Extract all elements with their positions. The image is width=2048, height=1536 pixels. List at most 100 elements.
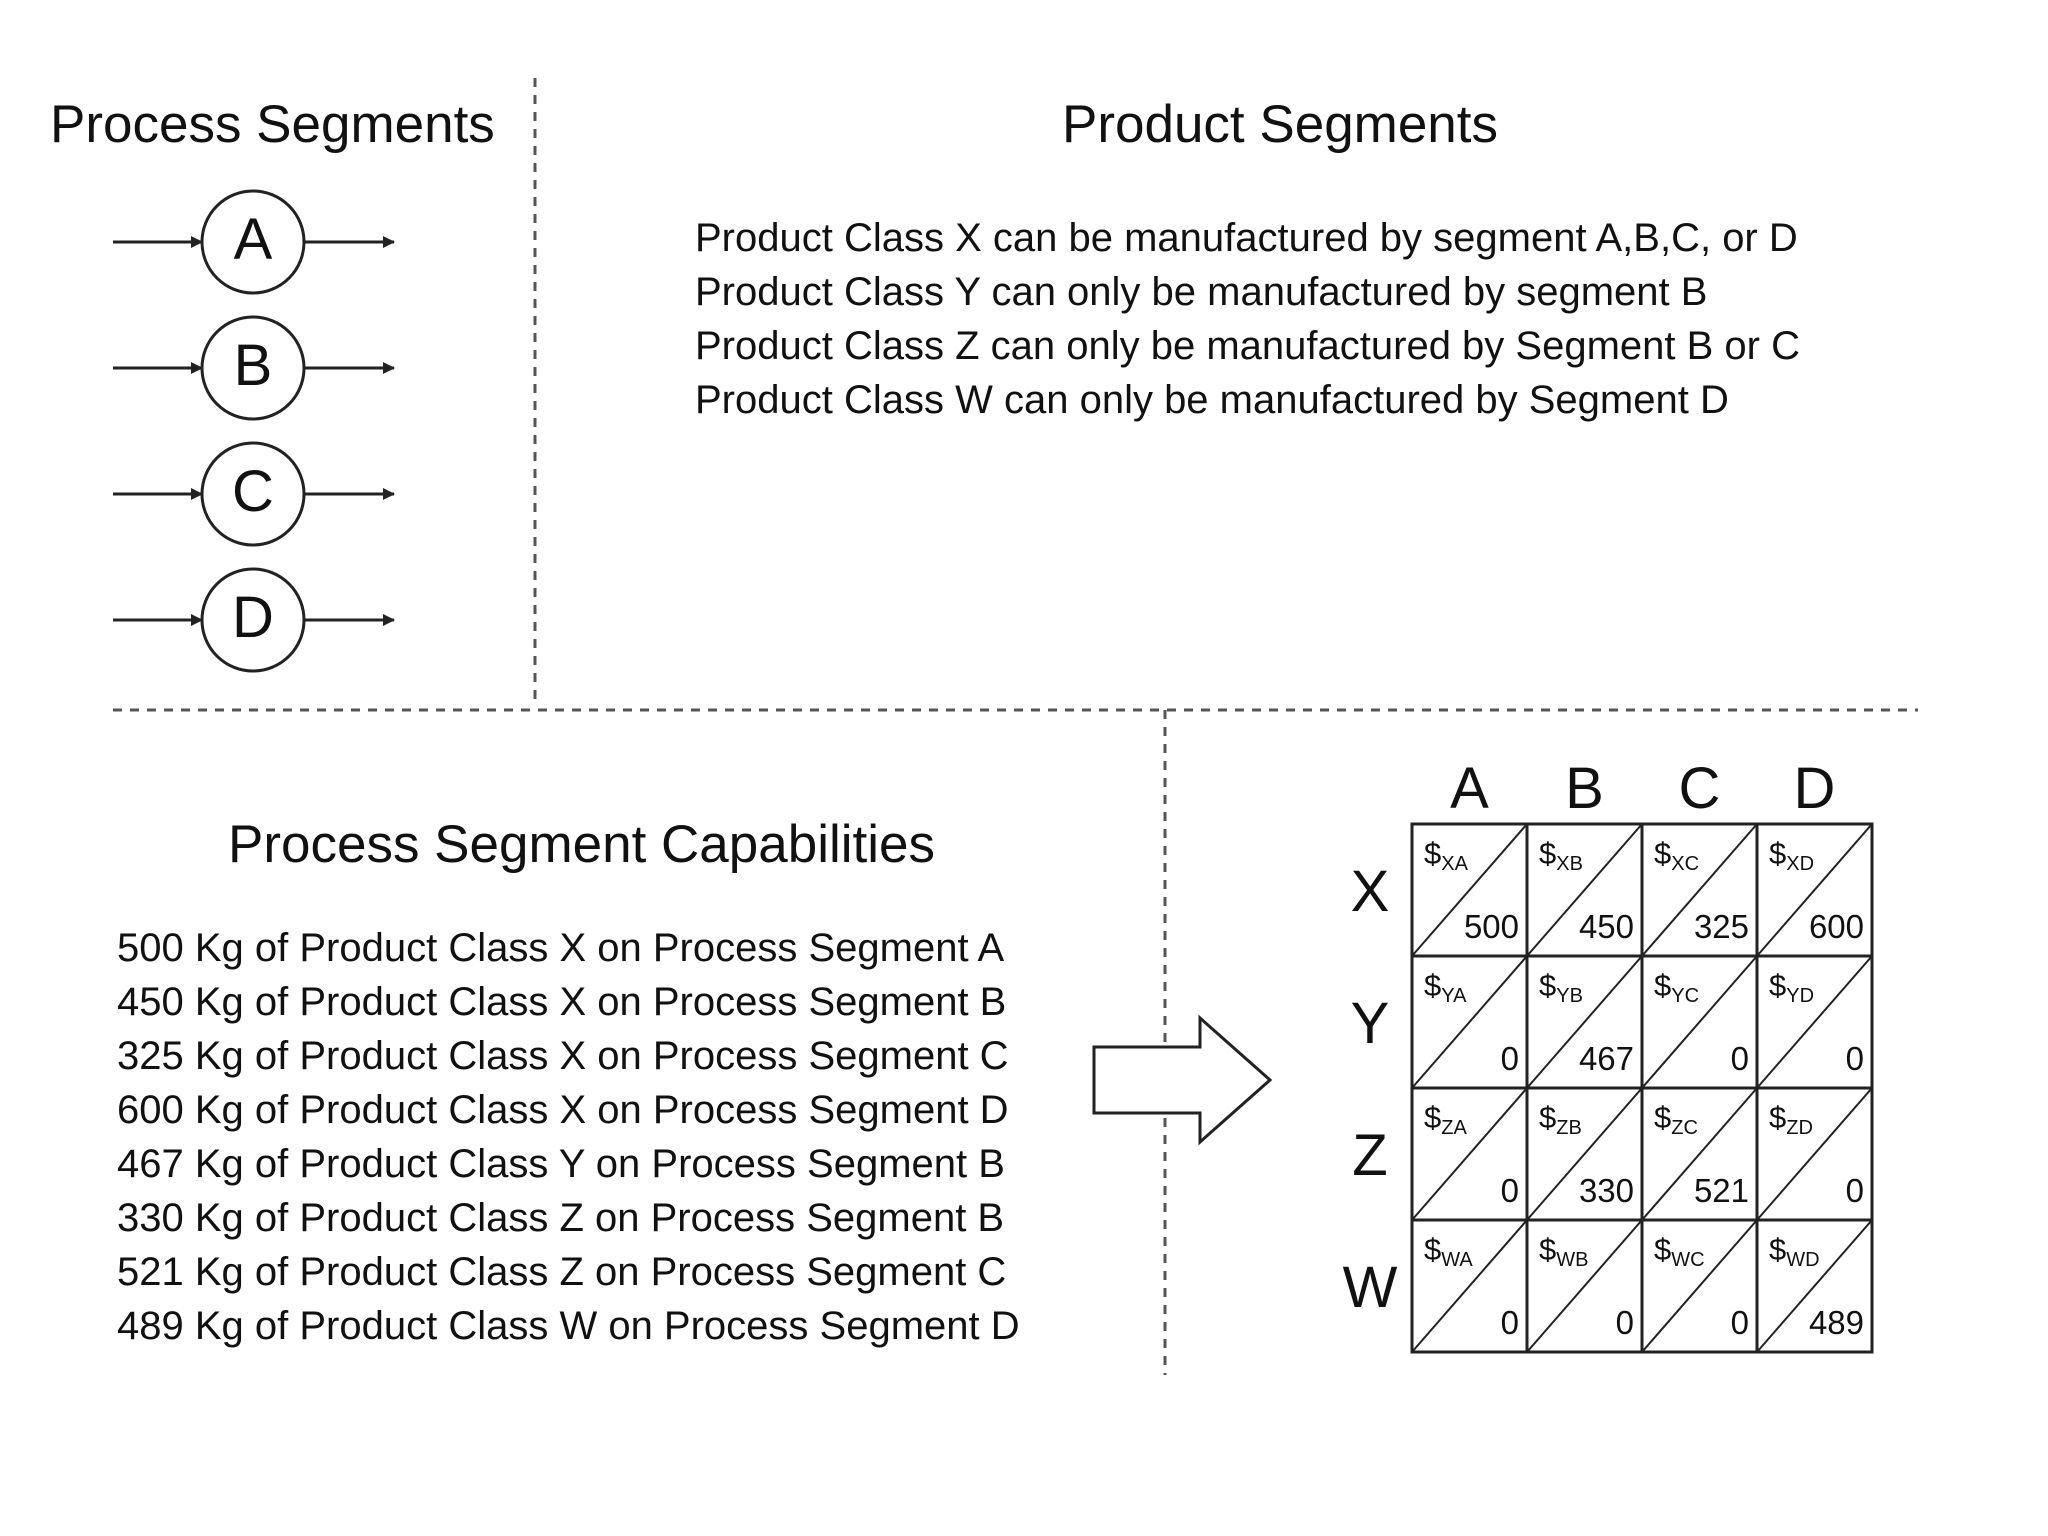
matrix-cell-diagonal — [1411, 955, 1528, 1089]
capabilities-list: 500 Kg of Product Class X on Process Seg… — [117, 921, 1020, 1353]
matrix-cost-subscript: ZC — [1671, 1117, 1698, 1139]
matrix-cell-value: 0 — [1731, 1040, 1749, 1077]
matrix-cell-diagonal — [1756, 1087, 1873, 1221]
matrix-cell: $YC0 — [1640, 954, 1759, 1090]
matrix-cell-value: 0 — [1846, 1172, 1864, 1209]
matrix-cell: $ZA0 — [1410, 1086, 1529, 1222]
matrix-cell-value: 0 — [1616, 1304, 1634, 1341]
process-segment-label: B — [234, 333, 273, 398]
matrix-cell-diagonal — [1641, 955, 1758, 1089]
capabilities-title: Process Segment Capabilities — [228, 815, 936, 874]
matrix-cost-subscript: XD — [1786, 853, 1814, 875]
product-rule-line: Product Class Z can only be manufactured… — [695, 324, 1800, 368]
matrix-cell-diagonal — [1411, 823, 1528, 957]
matrix-cost-subscript: YB — [1556, 985, 1583, 1007]
matrix-cost-subscript: WA — [1441, 1249, 1473, 1271]
matrix-cell: $ZD0 — [1755, 1086, 1874, 1222]
matrix-cost-subscript: ZB — [1556, 1117, 1582, 1139]
matrix-column-header: D — [1794, 756, 1836, 821]
matrix-cost-subscript: WB — [1556, 1249, 1588, 1271]
process-segment-flow-a: A — [113, 189, 395, 295]
matrix-cell-value: 521 — [1694, 1172, 1749, 1209]
product-rule-line: Product Class X can be manufactured by s… — [695, 216, 1798, 260]
matrix-cell-value: 467 — [1579, 1040, 1634, 1077]
matrix-cell-value: 325 — [1694, 908, 1749, 945]
matrix-cell-diagonal — [1526, 1219, 1643, 1353]
flow-block-arrow — [1092, 1014, 1273, 1146]
product-rules-list: Product Class X can be manufactured by s… — [695, 211, 1800, 427]
process-segment-flow-b: B — [113, 315, 395, 421]
matrix-cost-subscript: ZD — [1786, 1117, 1813, 1139]
matrix-cell-diagonal — [1756, 823, 1873, 957]
product-rule-line: Product Class W can only be manufactured… — [695, 378, 1729, 422]
matrix-cell-diagonal — [1641, 1219, 1758, 1353]
process-segment-label: D — [232, 585, 274, 650]
matrix-cell: $YD0 — [1755, 954, 1874, 1090]
process-segment-label: A — [234, 207, 273, 272]
matrix-cost-label: $WD — [1769, 1232, 1820, 1271]
matrix-cost-subscript: YA — [1441, 985, 1467, 1007]
matrix-cell-value: 600 — [1809, 908, 1864, 945]
matrix-cell: $WA0 — [1410, 1218, 1529, 1354]
matrix-row-header: W — [1343, 1255, 1398, 1320]
matrix-cell: $YA0 — [1410, 954, 1529, 1090]
product-rule-line: Product Class Y can only be manufactured… — [695, 270, 1708, 314]
matrix-column-header: C — [1679, 756, 1721, 821]
matrix-cell-diagonal — [1641, 823, 1758, 957]
process-segment-label: C — [232, 459, 274, 524]
matrix-cost-subscript: WC — [1671, 1249, 1704, 1271]
matrix-cell-diagonal — [1641, 1087, 1758, 1221]
matrix-cell-value: 489 — [1809, 1304, 1864, 1341]
matrix-cell: $WD 489 — [1755, 1218, 1874, 1354]
matrix-column-header: B — [1565, 756, 1604, 821]
capability-line: 450 Kg of Product Class X on Process Seg… — [117, 980, 1007, 1024]
matrix-row-header: Y — [1351, 991, 1390, 1056]
matrix-cell-value: 500 — [1464, 908, 1519, 945]
matrix-cell-value: 0 — [1501, 1040, 1519, 1077]
matrix-cell-value: 0 — [1731, 1304, 1749, 1341]
matrix-cost-subscript: YC — [1671, 985, 1699, 1007]
matrix-cell-value: 0 — [1501, 1304, 1519, 1341]
matrix-cell-diagonal — [1411, 1087, 1528, 1221]
matrix-cell-diagonal — [1756, 1219, 1873, 1353]
process-segment-flow-d: D — [113, 567, 395, 673]
matrix-cell: $WB0 — [1525, 1218, 1644, 1354]
matrix-row-header: X — [1351, 859, 1390, 924]
matrix-cell-value: 0 — [1846, 1040, 1864, 1077]
matrix-cell-value: 450 — [1579, 908, 1634, 945]
process-segment-flow-c: C — [113, 441, 395, 547]
matrix-cell-diagonal — [1526, 1087, 1643, 1221]
capability-line: 600 Kg of Product Class X on Process Seg… — [117, 1088, 1009, 1132]
matrix-cell-value: 0 — [1501, 1172, 1519, 1209]
matrix-column-header: A — [1450, 756, 1489, 821]
matrix-cell-value: 330 — [1579, 1172, 1634, 1209]
process-segments-title: Process Segments — [50, 95, 495, 154]
matrix-cost-subscript: ZA — [1441, 1117, 1467, 1139]
matrix-cell-diagonal — [1756, 955, 1873, 1089]
matrix-cost-subscript: YD — [1786, 985, 1814, 1007]
capability-line: 467 Kg of Product Class Y on Process Seg… — [117, 1142, 1005, 1186]
matrix-row-header: Z — [1352, 1123, 1387, 1188]
capability-line: 330 Kg of Product Class Z on Process Seg… — [117, 1196, 1005, 1240]
capability-line: 489 Kg of Product Class W on Process Seg… — [117, 1304, 1020, 1348]
product-segments-title: Product Segments — [1062, 95, 1499, 154]
capability-line: 325 Kg of Product Class X on Process Seg… — [117, 1034, 1009, 1078]
capability-line: 500 Kg of Product Class X on Process Seg… — [117, 926, 1005, 970]
matrix-cost-subscript: WD — [1786, 1249, 1819, 1271]
matrix-cost-subscript: XA — [1441, 853, 1468, 875]
matrix-cell-diagonal — [1526, 955, 1643, 1089]
matrix-cell: $WC0 — [1640, 1218, 1759, 1354]
capability-line: 521 Kg of Product Class Z on Process Seg… — [117, 1250, 1007, 1294]
matrix-cost-subscript: XC — [1671, 853, 1699, 875]
matrix-cost-subscript: XB — [1556, 853, 1583, 875]
matrix-cell-diagonal — [1411, 1219, 1528, 1353]
